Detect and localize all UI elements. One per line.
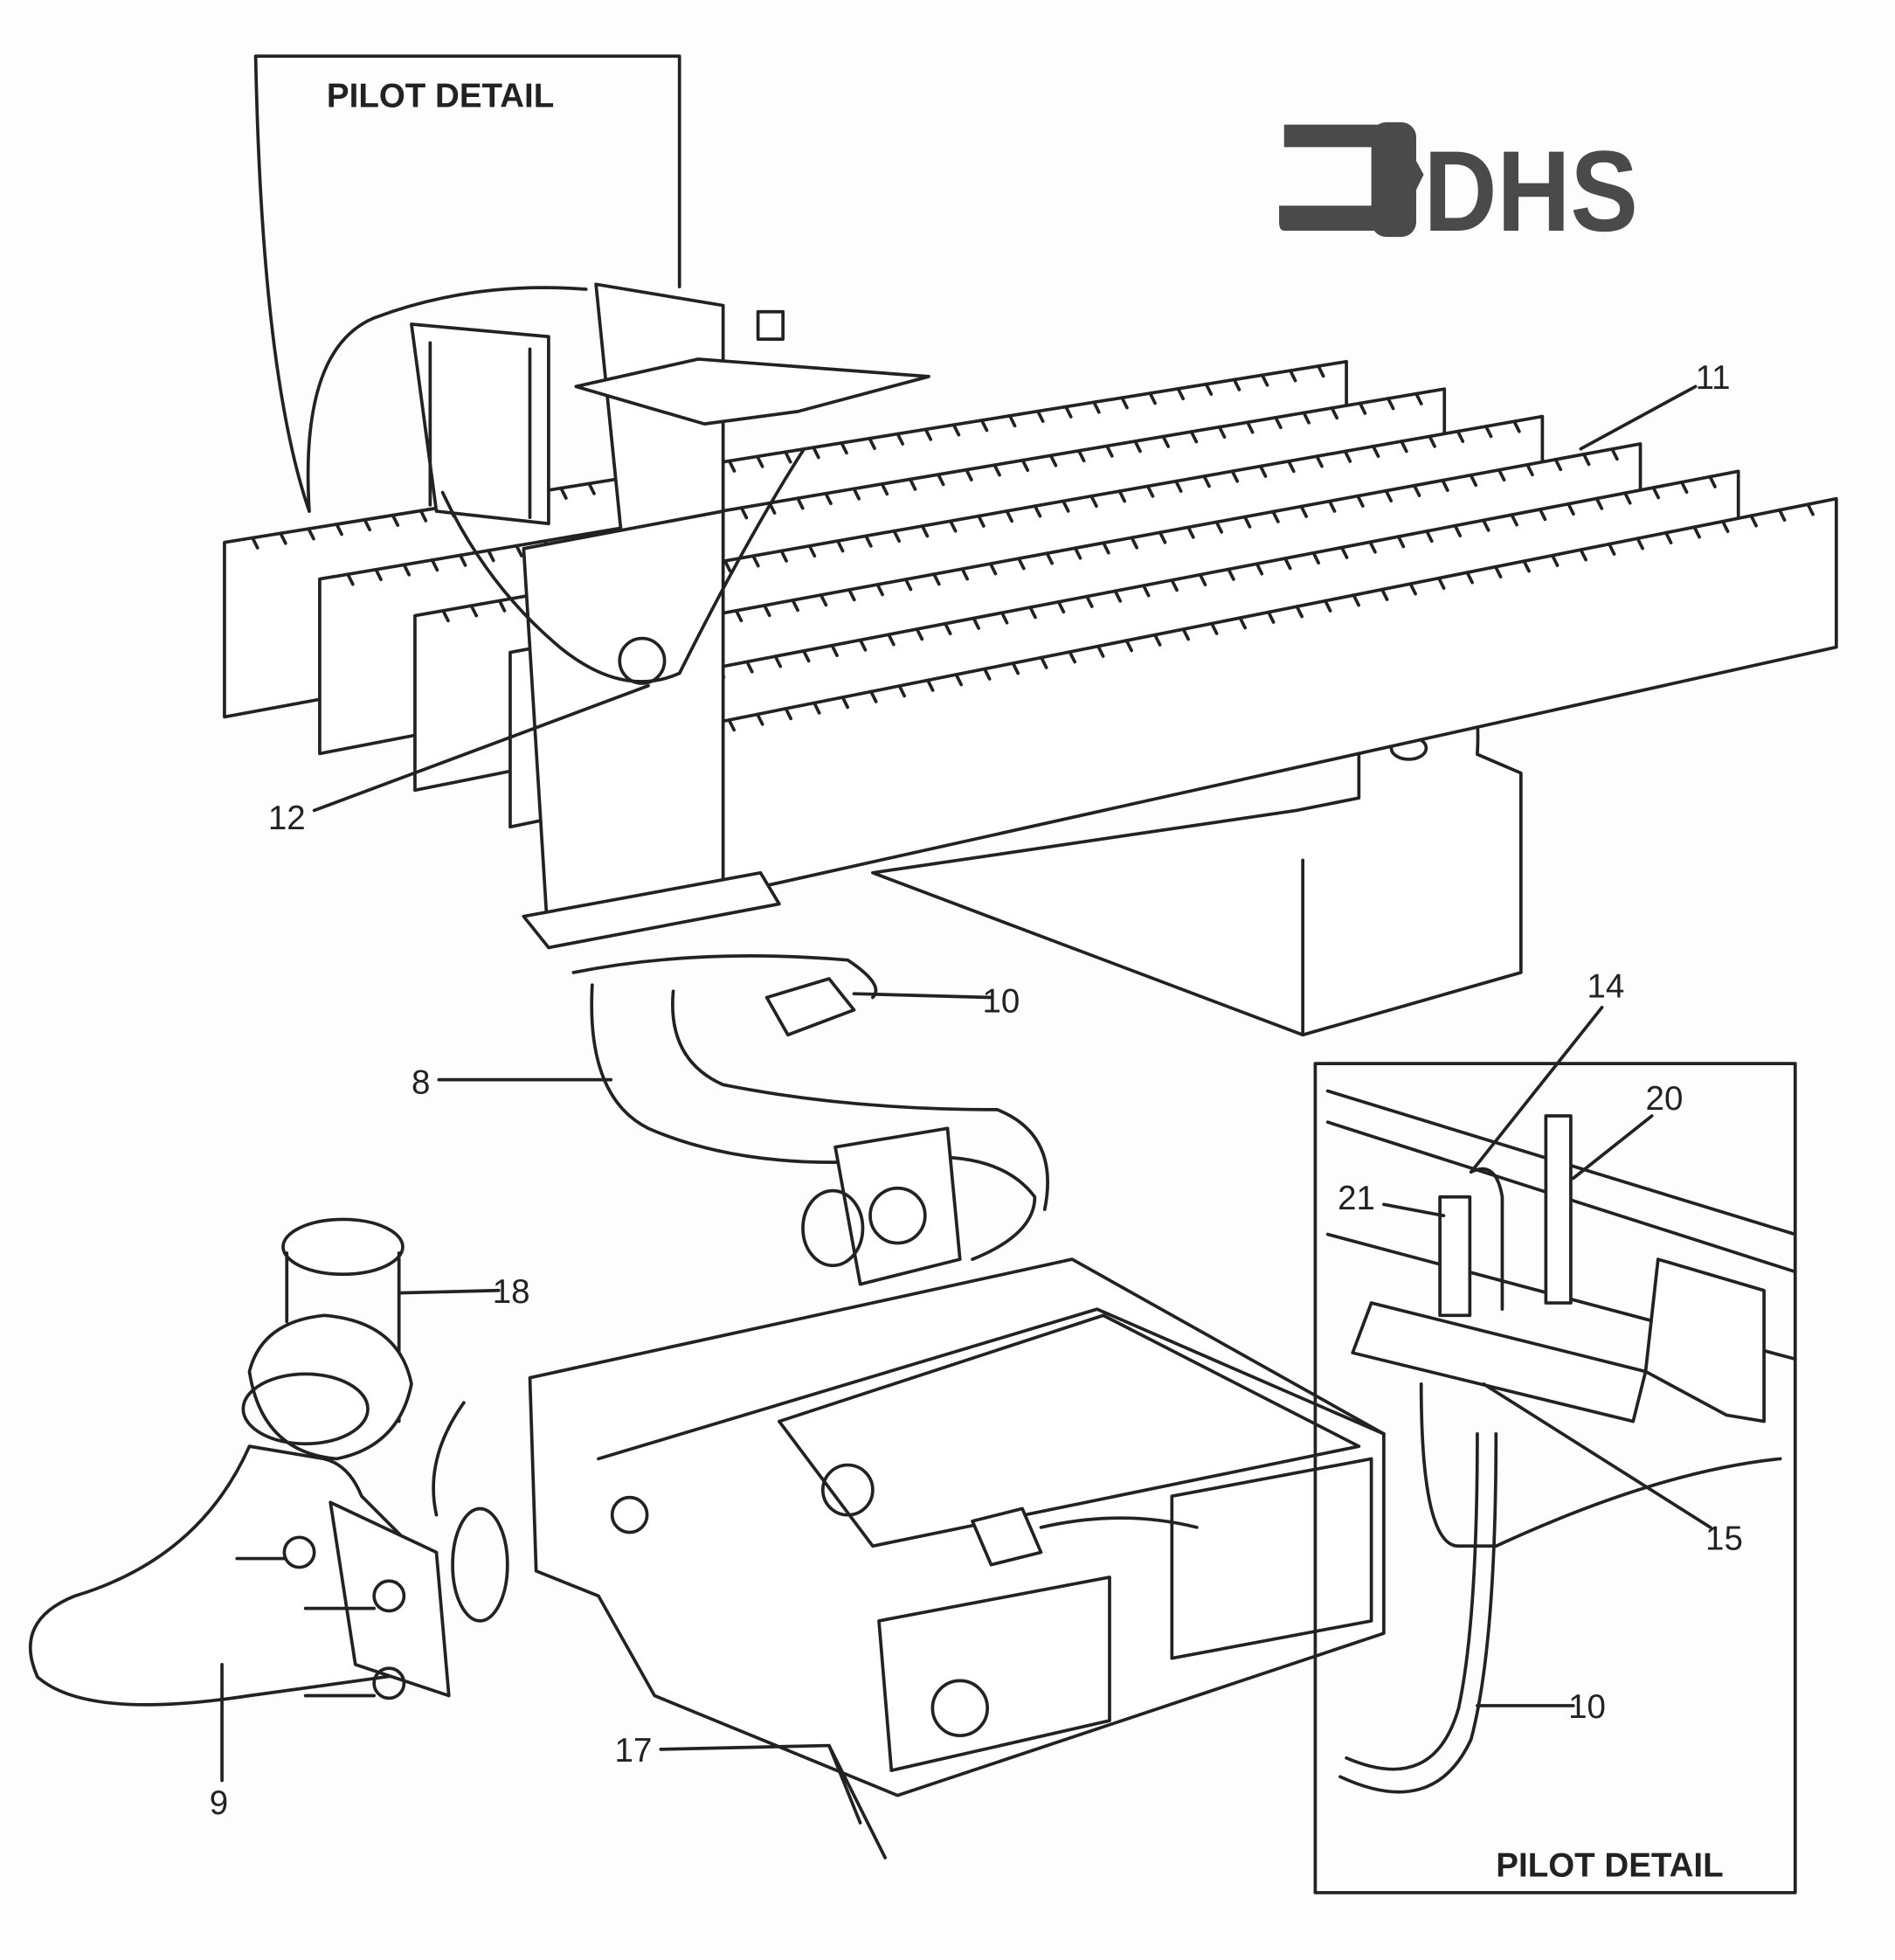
bolts bbox=[235, 1535, 406, 1700]
callout-21: 21 bbox=[1338, 1180, 1375, 1217]
leader-lines bbox=[220, 384, 1712, 1860]
callout-10-inset: 10 bbox=[1568, 1688, 1606, 1726]
callout-9: 9 bbox=[210, 1784, 228, 1822]
logo-text: DHS bbox=[1424, 127, 1638, 255]
callout-labels: 11 12 10 8 14 20 21 18 15 10 9 17 bbox=[210, 359, 1743, 1822]
callout-10-top: 10 bbox=[982, 983, 1020, 1021]
callout-14: 14 bbox=[1587, 967, 1624, 1005]
callout-15: 15 bbox=[1705, 1520, 1743, 1558]
pilot-detail-callout: PILOT DETAIL bbox=[253, 54, 681, 513]
pilot-detail-title: PILOT DETAIL bbox=[327, 78, 554, 115]
callout-8: 8 bbox=[412, 1063, 430, 1101]
fitting-10 bbox=[764, 977, 856, 1037]
valve-adapter bbox=[801, 1126, 962, 1286]
callout-18: 18 bbox=[493, 1273, 530, 1311]
gas-valve-17 bbox=[528, 1257, 1386, 1797]
elbow-18 bbox=[241, 1217, 413, 1461]
screw-icon bbox=[756, 309, 785, 341]
callout-17: 17 bbox=[615, 1732, 653, 1770]
callout-12: 12 bbox=[268, 800, 306, 837]
dhs-logo: DHS bbox=[1279, 121, 1638, 255]
callout-11: 11 bbox=[1696, 359, 1731, 397]
inset-title: PILOT DETAIL bbox=[1496, 1846, 1723, 1884]
pilot-detail-inset: PILOT DETAIL bbox=[1313, 1062, 1797, 1894]
pilot-bracket bbox=[410, 282, 930, 950]
burner-port-teeth bbox=[727, 502, 1815, 732]
inlet-pipe-9 bbox=[29, 1401, 509, 1707]
callout-20: 20 bbox=[1646, 1080, 1684, 1118]
